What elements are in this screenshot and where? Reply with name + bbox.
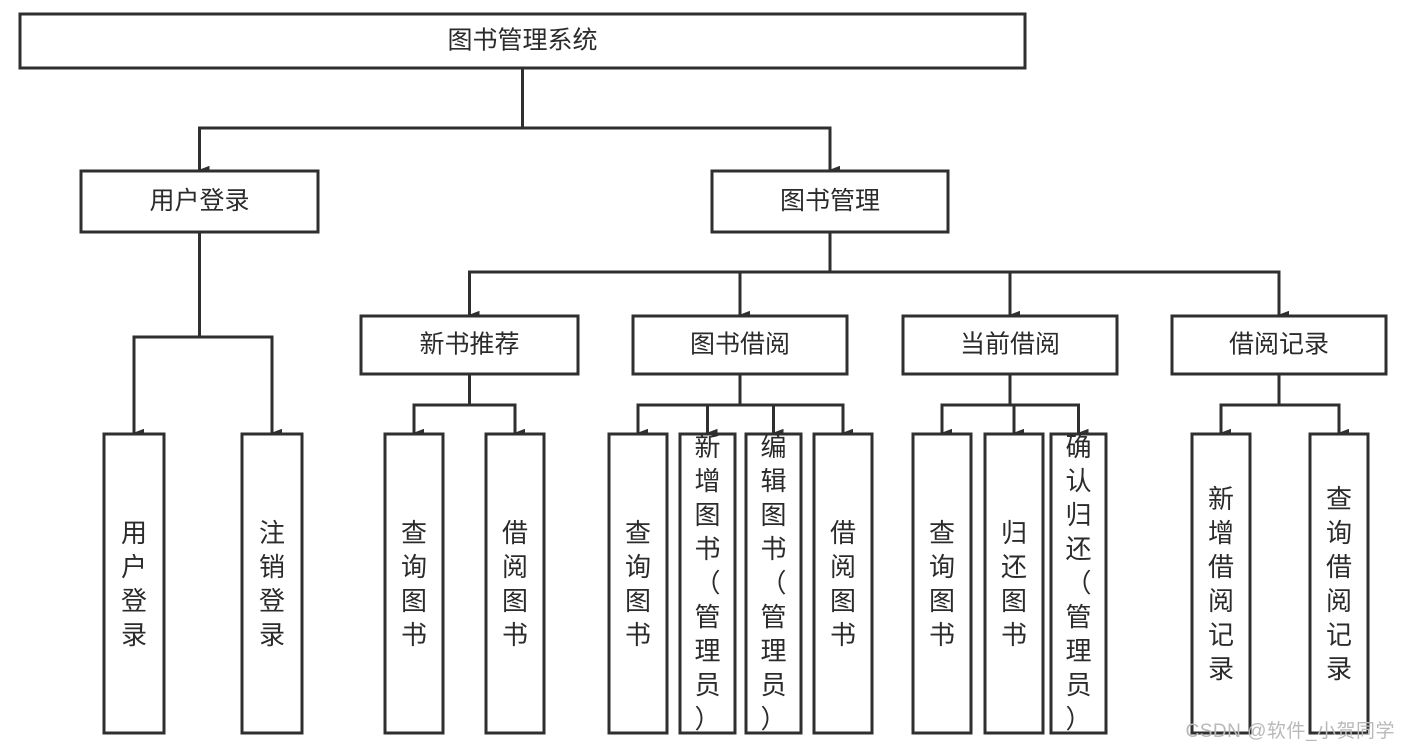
node-leaf-9[interactable]: 归还图书 [983, 432, 1045, 735]
node-leaf-3-rect[interactable] [484, 432, 546, 735]
node-root-label: 图书管理系统 [447, 27, 597, 55]
node-level3-3-label: 借阅记录 [1229, 331, 1329, 359]
node-leaf-4-label: 查询图书 [625, 518, 651, 650]
node-level3-1[interactable]: 图书借阅 [631, 314, 849, 376]
node-leaf-11-rect[interactable] [1190, 432, 1252, 735]
node-leaf-3[interactable]: 借阅图书 [484, 432, 546, 735]
node-leaf-2-label: 查询图书 [401, 518, 427, 650]
node-leaf-0-rect[interactable] [102, 432, 166, 735]
node-leaf-7-label: 借阅图书 [830, 518, 856, 650]
node-leaf-4-rect[interactable] [607, 432, 669, 735]
node-leaf-6-label: 编辑图书（管理员） [760, 432, 786, 734]
node-level2-1-rect[interactable] [710, 169, 950, 234]
node-leaf-10[interactable]: 确认归还（管理员） [1049, 432, 1108, 735]
node-leaf-4[interactable]: 查询图书 [607, 432, 669, 735]
node-leaf-12-rect[interactable] [1308, 432, 1370, 735]
node-level3-0-label: 新书推荐 [419, 331, 519, 359]
node-leaf-8-rect[interactable] [911, 432, 973, 735]
node-level3-3[interactable]: 借阅记录 [1170, 314, 1388, 376]
node-leaf-0[interactable]: 用户登录 [102, 432, 166, 735]
node-leaf-2[interactable]: 查询图书 [383, 432, 445, 735]
node-leaf-1-rect[interactable] [240, 432, 304, 735]
node-leaf-1[interactable]: 注销登录 [240, 432, 304, 735]
node-level3-0[interactable]: 新书推荐 [359, 314, 580, 376]
node-leaf-8-label: 查询图书 [929, 518, 955, 650]
node-level2-1-label: 图书管理 [780, 187, 880, 215]
node-leaf-5[interactable]: 新增图书（管理员） [678, 432, 737, 735]
node-level2-0-label: 用户登录 [149, 187, 249, 215]
node-leaf-10-rect[interactable] [1049, 432, 1108, 735]
node-leaf-7-rect[interactable] [812, 432, 874, 735]
node-level2-1[interactable]: 图书管理 [710, 169, 950, 234]
node-level3-0-rect[interactable] [359, 314, 580, 376]
node-leaf-6-rect[interactable] [744, 432, 803, 735]
node-leaf-12[interactable]: 查询借阅记录 [1308, 432, 1370, 735]
node-level3-2-label: 当前借阅 [960, 331, 1060, 359]
node-leaf-10-label: 确认归还（管理员） [1065, 432, 1091, 734]
node-level3-3-rect[interactable] [1170, 314, 1388, 376]
node-leaf-5-label: 新增图书（管理员） [694, 432, 720, 734]
node-level3-2-rect[interactable] [901, 314, 1119, 376]
node-root-rect[interactable] [18, 12, 1027, 70]
node-root[interactable]: 图书管理系统 [18, 12, 1027, 70]
connector-lines [132, 66, 1349, 438]
node-level2-0[interactable]: 用户登录 [79, 169, 320, 234]
node-leaf-3-label: 借阅图书 [502, 518, 528, 650]
node-leaf-1-label: 注销登录 [259, 518, 285, 650]
node-level3-1-rect[interactable] [631, 314, 849, 376]
node-leaf-9-rect[interactable] [983, 432, 1045, 735]
node-leaf-11-label: 新增借阅记录 [1208, 484, 1234, 684]
node-boxes: 图书管理系统用户登录图书管理新书推荐图书借阅当前借阅借阅记录用户登录注销登录查询… [18, 12, 1388, 735]
node-level2-0-rect[interactable] [79, 169, 320, 234]
node-leaf-5-rect[interactable] [678, 432, 737, 735]
node-level3-1-label: 图书借阅 [690, 331, 790, 359]
node-level3-2[interactable]: 当前借阅 [901, 314, 1119, 376]
node-leaf-6[interactable]: 编辑图书（管理员） [744, 432, 803, 735]
node-leaf-8[interactable]: 查询图书 [911, 432, 973, 735]
node-leaf-0-label: 用户登录 [121, 518, 147, 650]
node-leaf-11[interactable]: 新增借阅记录 [1190, 432, 1252, 735]
node-leaf-2-rect[interactable] [383, 432, 445, 735]
node-leaf-9-label: 归还图书 [1001, 518, 1027, 650]
node-leaf-12-label: 查询借阅记录 [1326, 484, 1352, 684]
node-leaf-7[interactable]: 借阅图书 [812, 432, 874, 735]
